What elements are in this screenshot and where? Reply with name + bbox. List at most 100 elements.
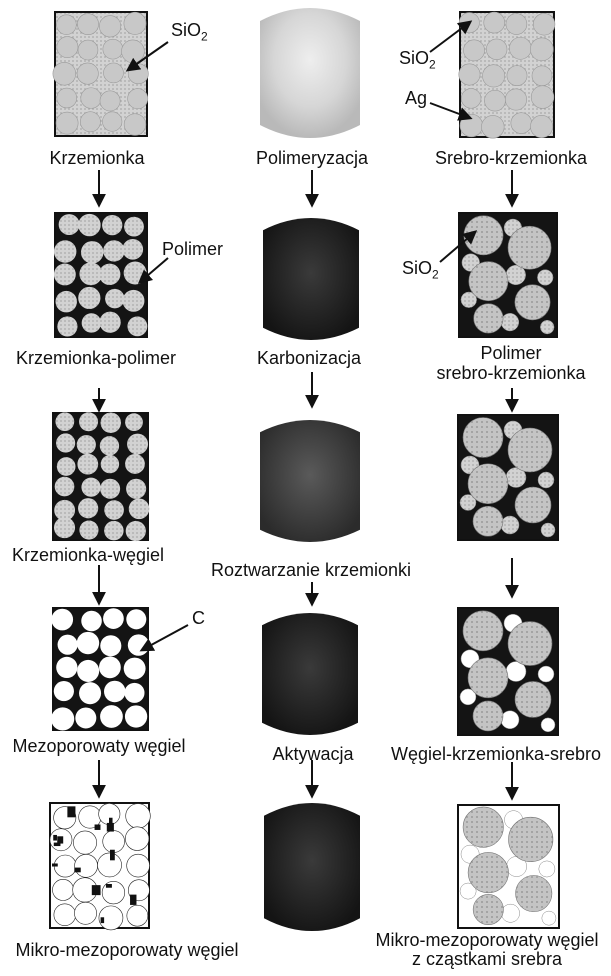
box-silica-carbon-particle [104, 521, 123, 540]
box-micro-mesoporous-pore [74, 868, 80, 873]
box-silica-polymer-particle [54, 264, 76, 286]
box-mesoporous-particle [100, 705, 123, 728]
box-silica-particle [124, 12, 146, 34]
box-silver-polymer-particle [540, 320, 554, 334]
callout-polimer: Polimer [162, 239, 223, 259]
label-krzemionka-polimer: Krzemionka-polimer [16, 348, 176, 368]
box-silica-polymer-particle [78, 214, 100, 236]
label-mikro-mezo-srebro-line1: Mikro-mezoporowaty węgiel [375, 930, 598, 950]
callout-sio2-left: SiO2 [171, 20, 208, 47]
box-mesoporous [51, 608, 149, 731]
box-silica-carbon-particle [100, 479, 120, 499]
box-micro-mesoporous-pore [52, 863, 58, 866]
box-silica-polymer-particle [124, 217, 144, 237]
box-silver-silica-particle [533, 13, 555, 35]
box-mesoporous-particle [51, 609, 73, 631]
box-silver-silica-particle [486, 39, 507, 60]
box-silica-particle [104, 63, 124, 83]
box-silica-polymer-particle [105, 289, 124, 308]
box-silver-carbon [458, 415, 558, 540]
box-silica-polymer-particle [78, 287, 100, 309]
box-micro-mesoporous-pore [109, 818, 113, 823]
box-silica-carbon-particle [77, 435, 96, 454]
label-roztwarzanie: Roztwarzanie krzemionki [211, 560, 411, 580]
box-silver-silica-particle [484, 90, 505, 111]
box-silver-silica-particle [530, 115, 552, 137]
label-polimeryzacja: Polimeryzacja [256, 148, 368, 168]
box-silver-silica-particle [530, 38, 553, 61]
box-silver-carbon-particle [538, 472, 554, 488]
box-silver-carbon-silver-particle [508, 428, 552, 472]
label-krzemionka-wegiel: Krzemionka-węgiel [12, 545, 164, 565]
box-silica-carbon-particle [56, 433, 75, 452]
box-micro-mesoporous-pore [130, 895, 136, 905]
box-mesoporous-particle [103, 608, 124, 629]
box-micro-mesoporous-particle [74, 902, 96, 924]
box-silver-silica-particle [484, 12, 505, 33]
box-micro-mesoporous-pore [106, 884, 112, 888]
box-silver-polymer-particle [501, 313, 519, 331]
box-micro-mesoporous-pore [110, 850, 115, 861]
box-silica-particle [128, 89, 148, 109]
box-silver-carbon-silver-particle [515, 487, 551, 523]
box-silver-carbon-silica-particle [538, 666, 554, 682]
box-silica-polymer-particle [54, 240, 76, 262]
callout-sio2-right-mid: SiO2 [402, 258, 439, 285]
box-silica-polymer-particle [59, 214, 80, 235]
box-silica-carbon-particle [57, 457, 76, 476]
box-silica-carbon-particle [126, 521, 146, 541]
box-silver-carbon-silica-silver-particle [515, 681, 551, 717]
box-silica-carbon-particle [101, 412, 121, 432]
box-silica-particle [81, 88, 102, 109]
box-silica-particle [103, 39, 123, 59]
box-silver-silica-particle [459, 64, 480, 85]
box-silica-polymer-particle [127, 316, 147, 336]
box-micro-mesoporous-particle [126, 804, 151, 829]
box-silica-carbon-particle [55, 412, 74, 431]
box-silica-particle [56, 112, 78, 134]
box-silica-polymer-particle [103, 240, 124, 261]
box-silver-silica-particle [482, 65, 504, 87]
box-silica-particle [100, 91, 120, 111]
box-silica-carbon-particle [125, 454, 145, 474]
box-silver-carbon-silica-particle [541, 718, 555, 732]
box-micro-mesoporous-pore [107, 823, 114, 832]
box-micro-mesoporous-particle [73, 831, 96, 854]
box-silica-particle [78, 40, 98, 60]
label-srebro-krzemionka: Srebro-krzemionka [435, 148, 587, 168]
box-silver-carbon-silica-silver-particle [508, 622, 552, 666]
box-silver-silica-particle [511, 113, 532, 134]
box-silver-carbon-silica-silver-particle [468, 658, 508, 698]
box-silica-particle [80, 112, 100, 132]
box-silica-polymer-particle [122, 239, 143, 260]
box-silver-final-particle [542, 911, 556, 925]
box-micro-mesoporous-particle [102, 881, 125, 904]
box-mesoporous-particle [104, 681, 125, 702]
box-silica-polymer-particle [123, 290, 145, 312]
label-karbonizacja: Karbonizacja [257, 348, 361, 368]
callout-sio2-right-top: SiO2 [399, 48, 436, 75]
label-mikro-mezoporowaty: Mikro-mezoporowaty węgiel [15, 940, 238, 960]
box-silver-final [458, 805, 559, 928]
box-mesoporous-particle [58, 635, 78, 655]
box-silica-polymer [54, 213, 147, 337]
box-silica-carbon [53, 412, 149, 541]
box-mesoporous-particle [100, 635, 121, 656]
box-mesoporous-particle [126, 609, 146, 629]
box-silver-silica-particle [507, 66, 527, 86]
box-silver-carbon-particle [501, 516, 519, 534]
cylinder-final-body [264, 803, 360, 931]
box-silica-polymer-particle [99, 312, 120, 333]
box-silica-carbon-particle [54, 517, 75, 538]
box-silica-carbon-particle [79, 521, 98, 540]
box-silica-polymer-particle [57, 316, 77, 336]
box-silver-final-silver-particle [516, 875, 552, 911]
box-silica-carbon-particle [126, 479, 146, 499]
box-silica-polymer-particle [56, 291, 77, 312]
callout-carbon: C [192, 608, 205, 628]
box-silica-polymer-particle [82, 313, 101, 332]
box-micro-mesoporous-pore [57, 836, 63, 843]
box-silver-silica-particle [461, 89, 481, 109]
box-silica-carbon-particle [125, 413, 143, 431]
